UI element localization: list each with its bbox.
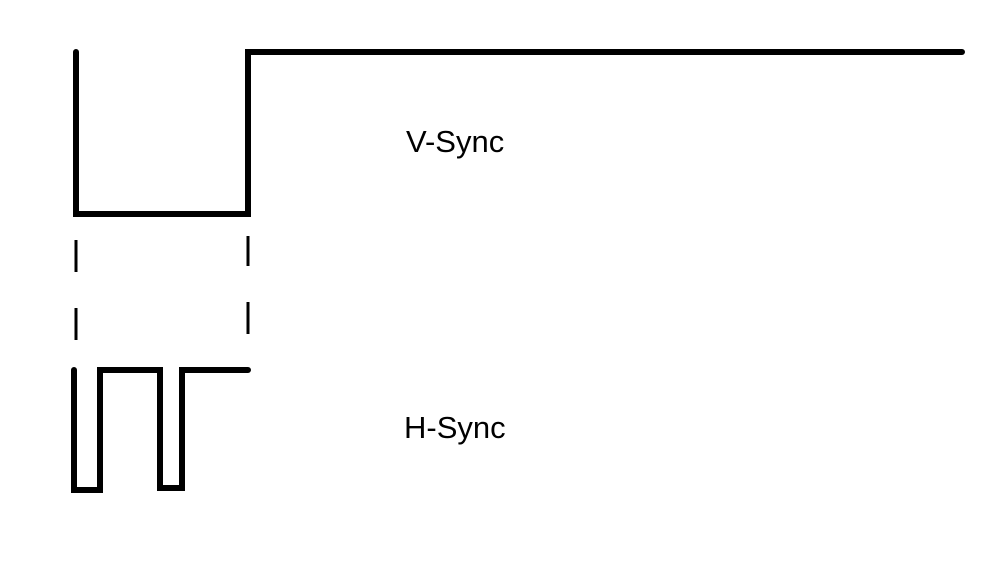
vsync-label: V-Sync — [406, 124, 505, 159]
vsync-waveform — [73, 49, 965, 217]
hsync-waveform — [71, 367, 251, 493]
hsync-label: H-Sync — [404, 410, 506, 445]
